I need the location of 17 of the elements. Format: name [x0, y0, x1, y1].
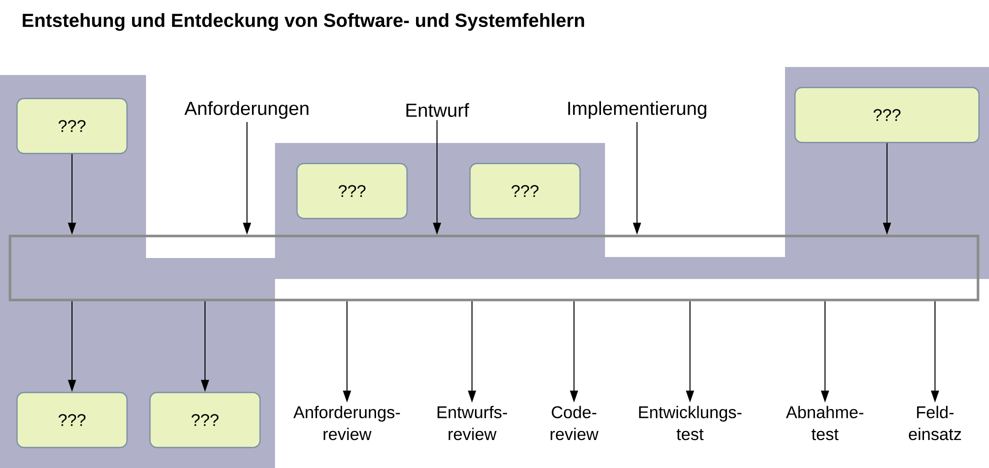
check-label: Anforderungs- review [293, 406, 400, 440]
question-box: ??? [469, 162, 581, 220]
title: Entstehung und Entdeckung von Software- und Systemfehlern [22, 13, 584, 31]
question-box: ??? [16, 98, 128, 154]
check-label: Entwurfs- review [438, 406, 508, 440]
question-box: ??? [149, 392, 261, 448]
pipe-frame [8, 234, 980, 302]
phase-label: Entwurf [406, 103, 470, 117]
check-label: Code- review [550, 406, 598, 440]
question-box: ??? [16, 392, 128, 448]
phase-label: Implementierung [568, 101, 706, 119]
phase-label: Anforderungen [184, 101, 308, 119]
check-label: Abnahme- test [786, 406, 864, 440]
question-box: ??? [794, 86, 980, 144]
check-label: Entwicklungs- test [639, 406, 742, 440]
check-label: Feld- einsatz [908, 406, 961, 440]
question-box: ??? [296, 162, 408, 220]
